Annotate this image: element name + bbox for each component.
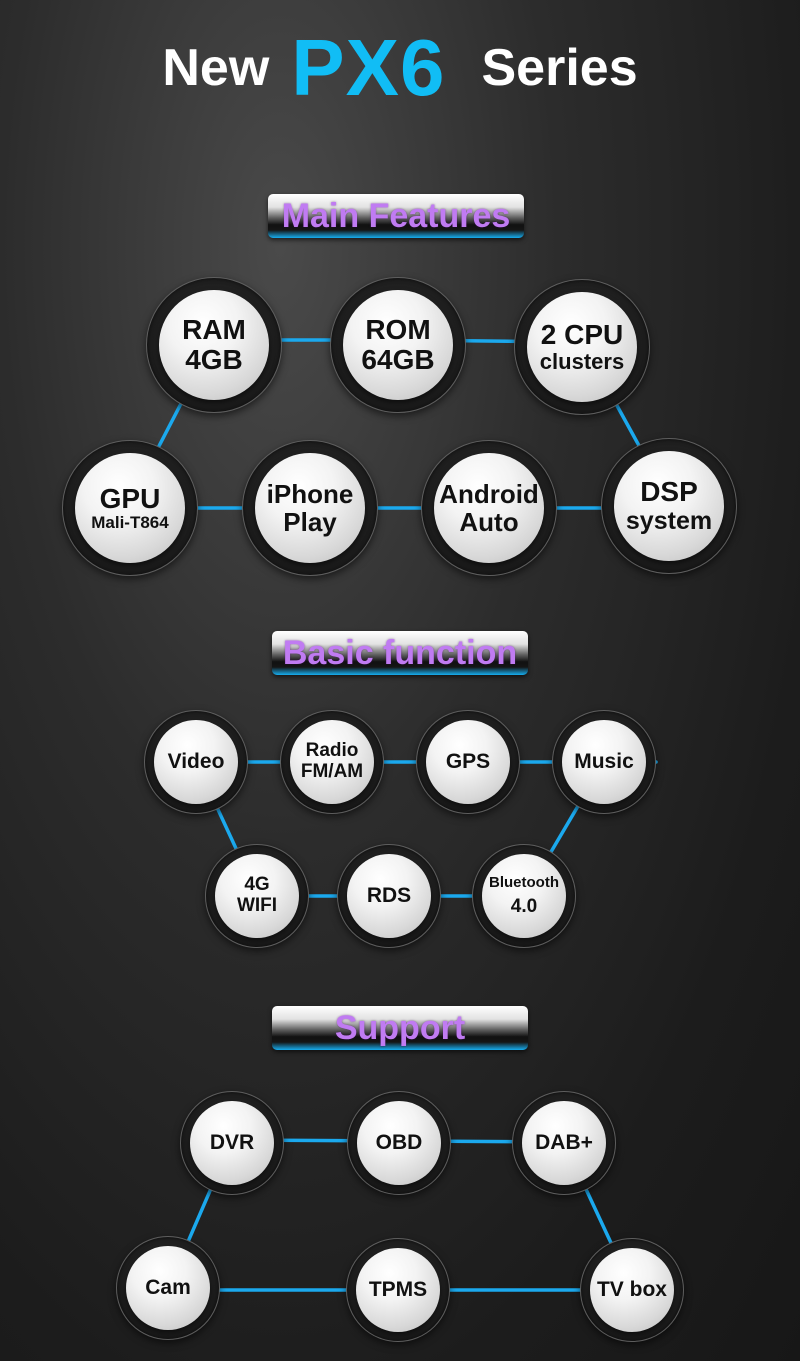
support-dvr-label: DVR (209, 1130, 255, 1154)
feature-rom-node: ROM 64GB (330, 277, 466, 413)
main-features-badge: Main Features (268, 194, 524, 238)
title-suffix: Series (481, 39, 638, 97)
support-heading: Support (334, 1008, 466, 1047)
support-cam-label: Cam (145, 1275, 191, 1299)
function-video-node: Video (144, 710, 248, 814)
function-radio-value: FM/AM (300, 761, 364, 782)
basic-function-heading: Basic function (282, 633, 518, 672)
support-obd-label: OBD (375, 1130, 423, 1154)
support-tpms-node: TPMS (346, 1238, 450, 1342)
feature-android-auto-node: Android Auto (421, 440, 557, 576)
support-dab-node: DAB+ (512, 1091, 616, 1195)
feature-cpu-value: clusters (539, 349, 625, 375)
basic-function-badge: Basic function (272, 631, 528, 675)
feature-dsp-label: DSP (640, 476, 698, 508)
title-prefix: New (162, 39, 270, 97)
feature-android-value: Auto (459, 507, 519, 537)
feature-cpu-label: 2 CPU (540, 319, 624, 350)
feature-ram-value: 4GB (185, 344, 243, 375)
support-dvr-node: DVR (180, 1091, 284, 1195)
function-wifi-value: WIFI (236, 895, 278, 916)
support-badge: Support (272, 1006, 528, 1050)
feature-rom-label: ROM (365, 313, 431, 345)
function-bluetooth-label: Bluetooth (489, 873, 559, 891)
feature-gpu-value: Mali-T864 (91, 512, 169, 532)
support-tpms-label: TPMS (368, 1277, 428, 1301)
function-wifi-node: 4G WIFI (205, 844, 309, 948)
function-gps-node: GPS (416, 710, 520, 814)
support-tvbox-label: TV box (596, 1277, 667, 1301)
function-rds-node: RDS (337, 844, 441, 948)
feature-ram-node: RAM 4GB (146, 277, 282, 413)
feature-gpu-label: GPU (99, 482, 161, 514)
function-bluetooth-value: 4.0 (510, 895, 538, 917)
feature-ram-label: RAM (182, 313, 246, 345)
function-rds-label: RDS (366, 883, 412, 907)
feature-cpu-node: 2 CPU clusters (514, 279, 650, 415)
title-brand: PX6 (291, 23, 446, 112)
page-title: New PX6 Series (0, 22, 800, 114)
function-wifi-label: 4G (244, 874, 270, 896)
function-gps-label: GPS (445, 749, 491, 773)
function-music-node: Music (552, 710, 656, 814)
feature-dsp-node: DSP system (601, 438, 737, 574)
function-radio-node: Radio FM/AM (280, 710, 384, 814)
function-video-label: Video (167, 749, 225, 773)
support-cam-node: Cam (116, 1236, 220, 1340)
feature-iphone-play-node: iPhone Play (242, 440, 378, 576)
feature-rom-value: 64GB (361, 344, 435, 375)
function-bluetooth-node: Bluetooth 4.0 (472, 844, 576, 948)
feature-gpu-node: GPU Mali-T864 (62, 440, 198, 576)
support-tvbox-node: TV box (580, 1238, 684, 1342)
main-features-heading: Main Features (281, 196, 511, 235)
support-obd-node: OBD (347, 1091, 451, 1195)
feature-iphone-value: Play (283, 507, 337, 537)
feature-dsp-value: system (625, 506, 713, 535)
feature-android-label: Android (439, 478, 539, 509)
function-radio-label: Radio (305, 740, 359, 762)
feature-iphone-label: iPhone (266, 478, 354, 509)
support-dab-label: DAB+ (535, 1130, 593, 1154)
function-music-label: Music (574, 749, 634, 773)
